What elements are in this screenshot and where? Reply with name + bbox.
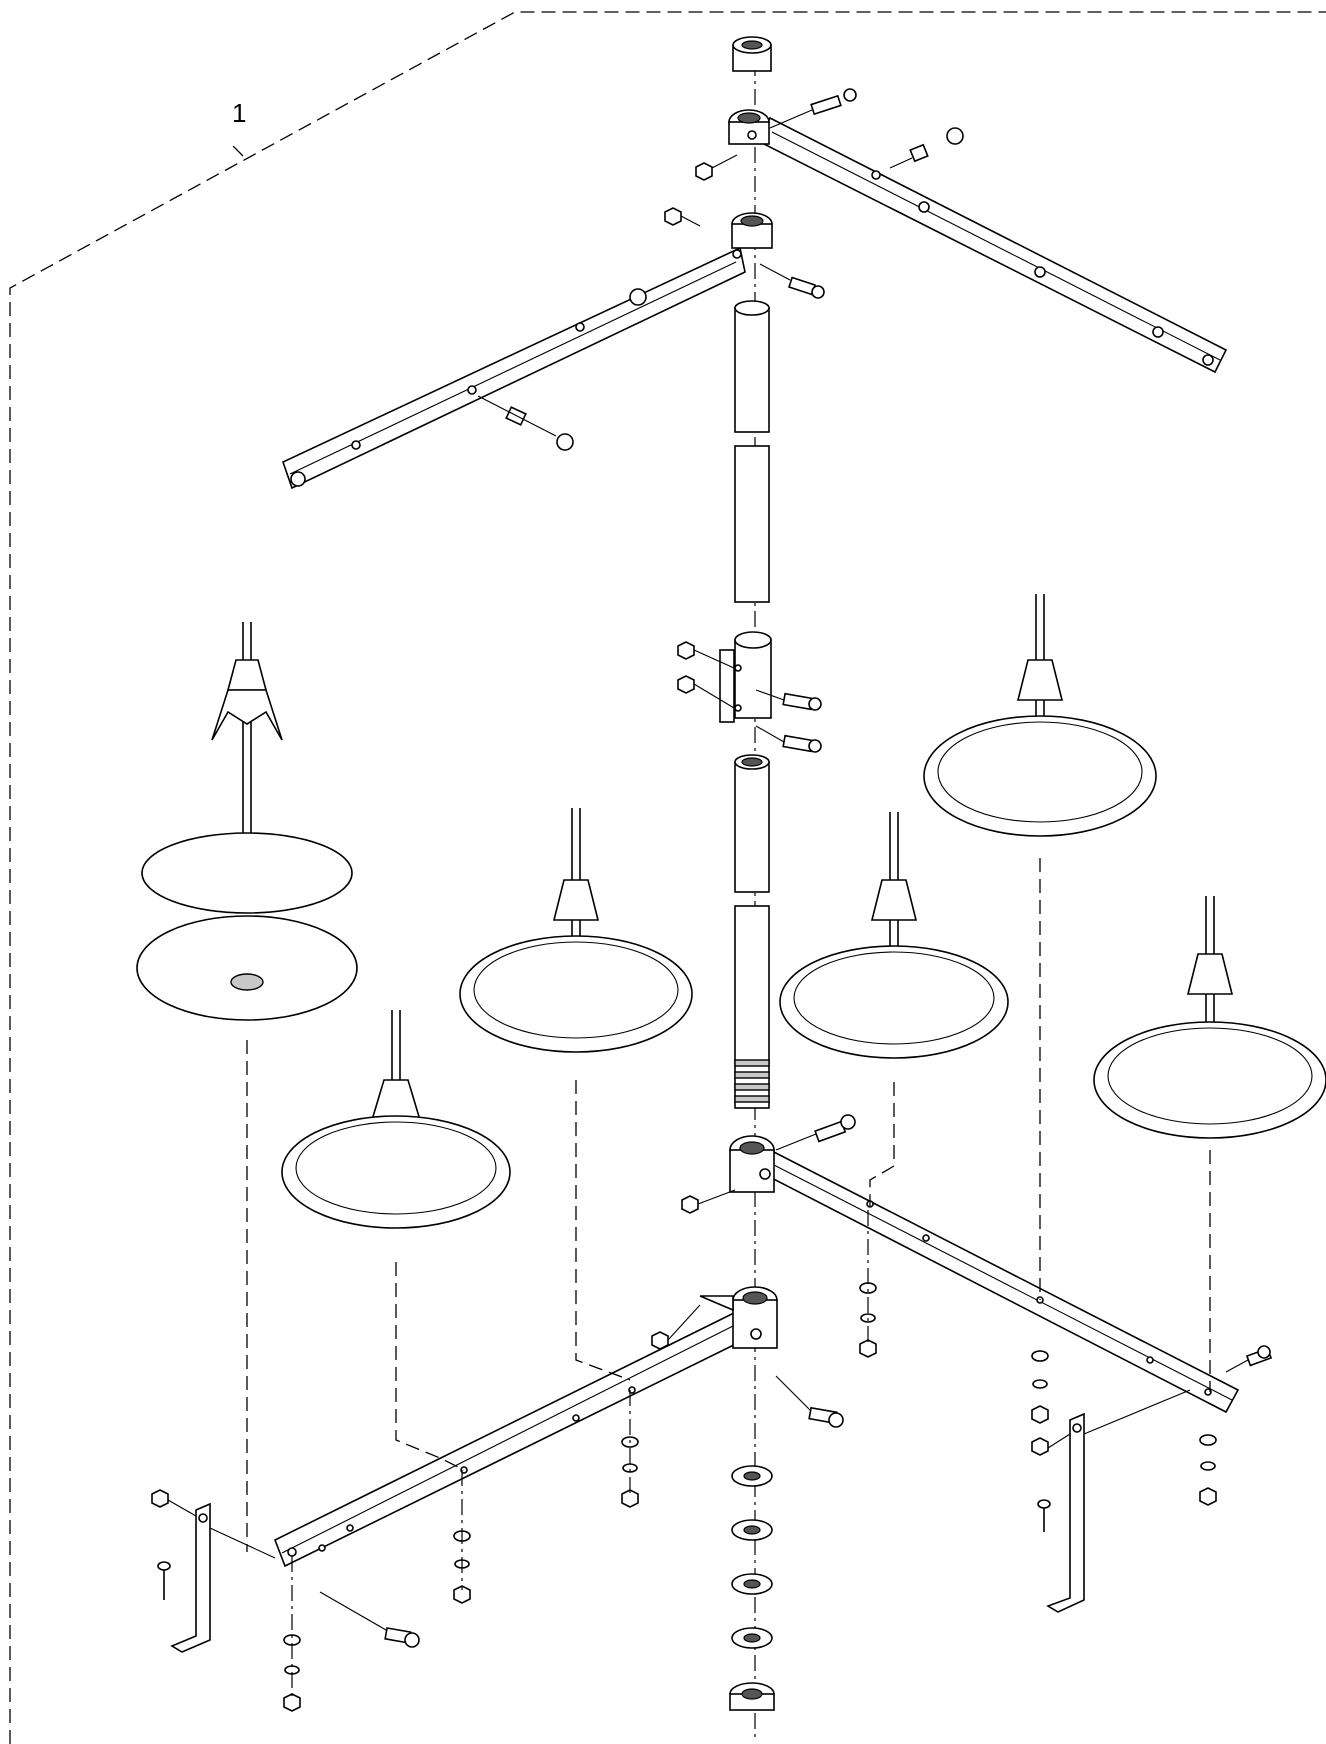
upper-left-arm [282,212,773,490]
upper-tube [734,300,770,603]
spool-stand-b [459,808,693,1381]
spool-stand-d [923,594,1157,1300]
right-bracket [1031,1345,1273,1613]
upper-right-arm [728,109,1228,374]
base-bolt [319,1591,420,1648]
spool-stand-a [281,1010,511,1471]
spool-stand-e [1093,896,1326,1392]
left-bracket [151,1489,276,1653]
top-cap [732,36,772,72]
lower-right-arm [681,1114,1240,1414]
lower-tube [734,754,770,1109]
hardware-stacks [283,1210,1217,1712]
lower-left-arm [273,1286,844,1568]
spool-stand-c [779,812,1009,1206]
base-washers [729,1465,775,1711]
upper-hardware [477,88,964,451]
assembly-number-label: 1 [232,98,247,128]
left-spool-holder [136,622,358,1552]
assembly-boundary [9,11,1326,1744]
tube-clamp [677,631,822,753]
